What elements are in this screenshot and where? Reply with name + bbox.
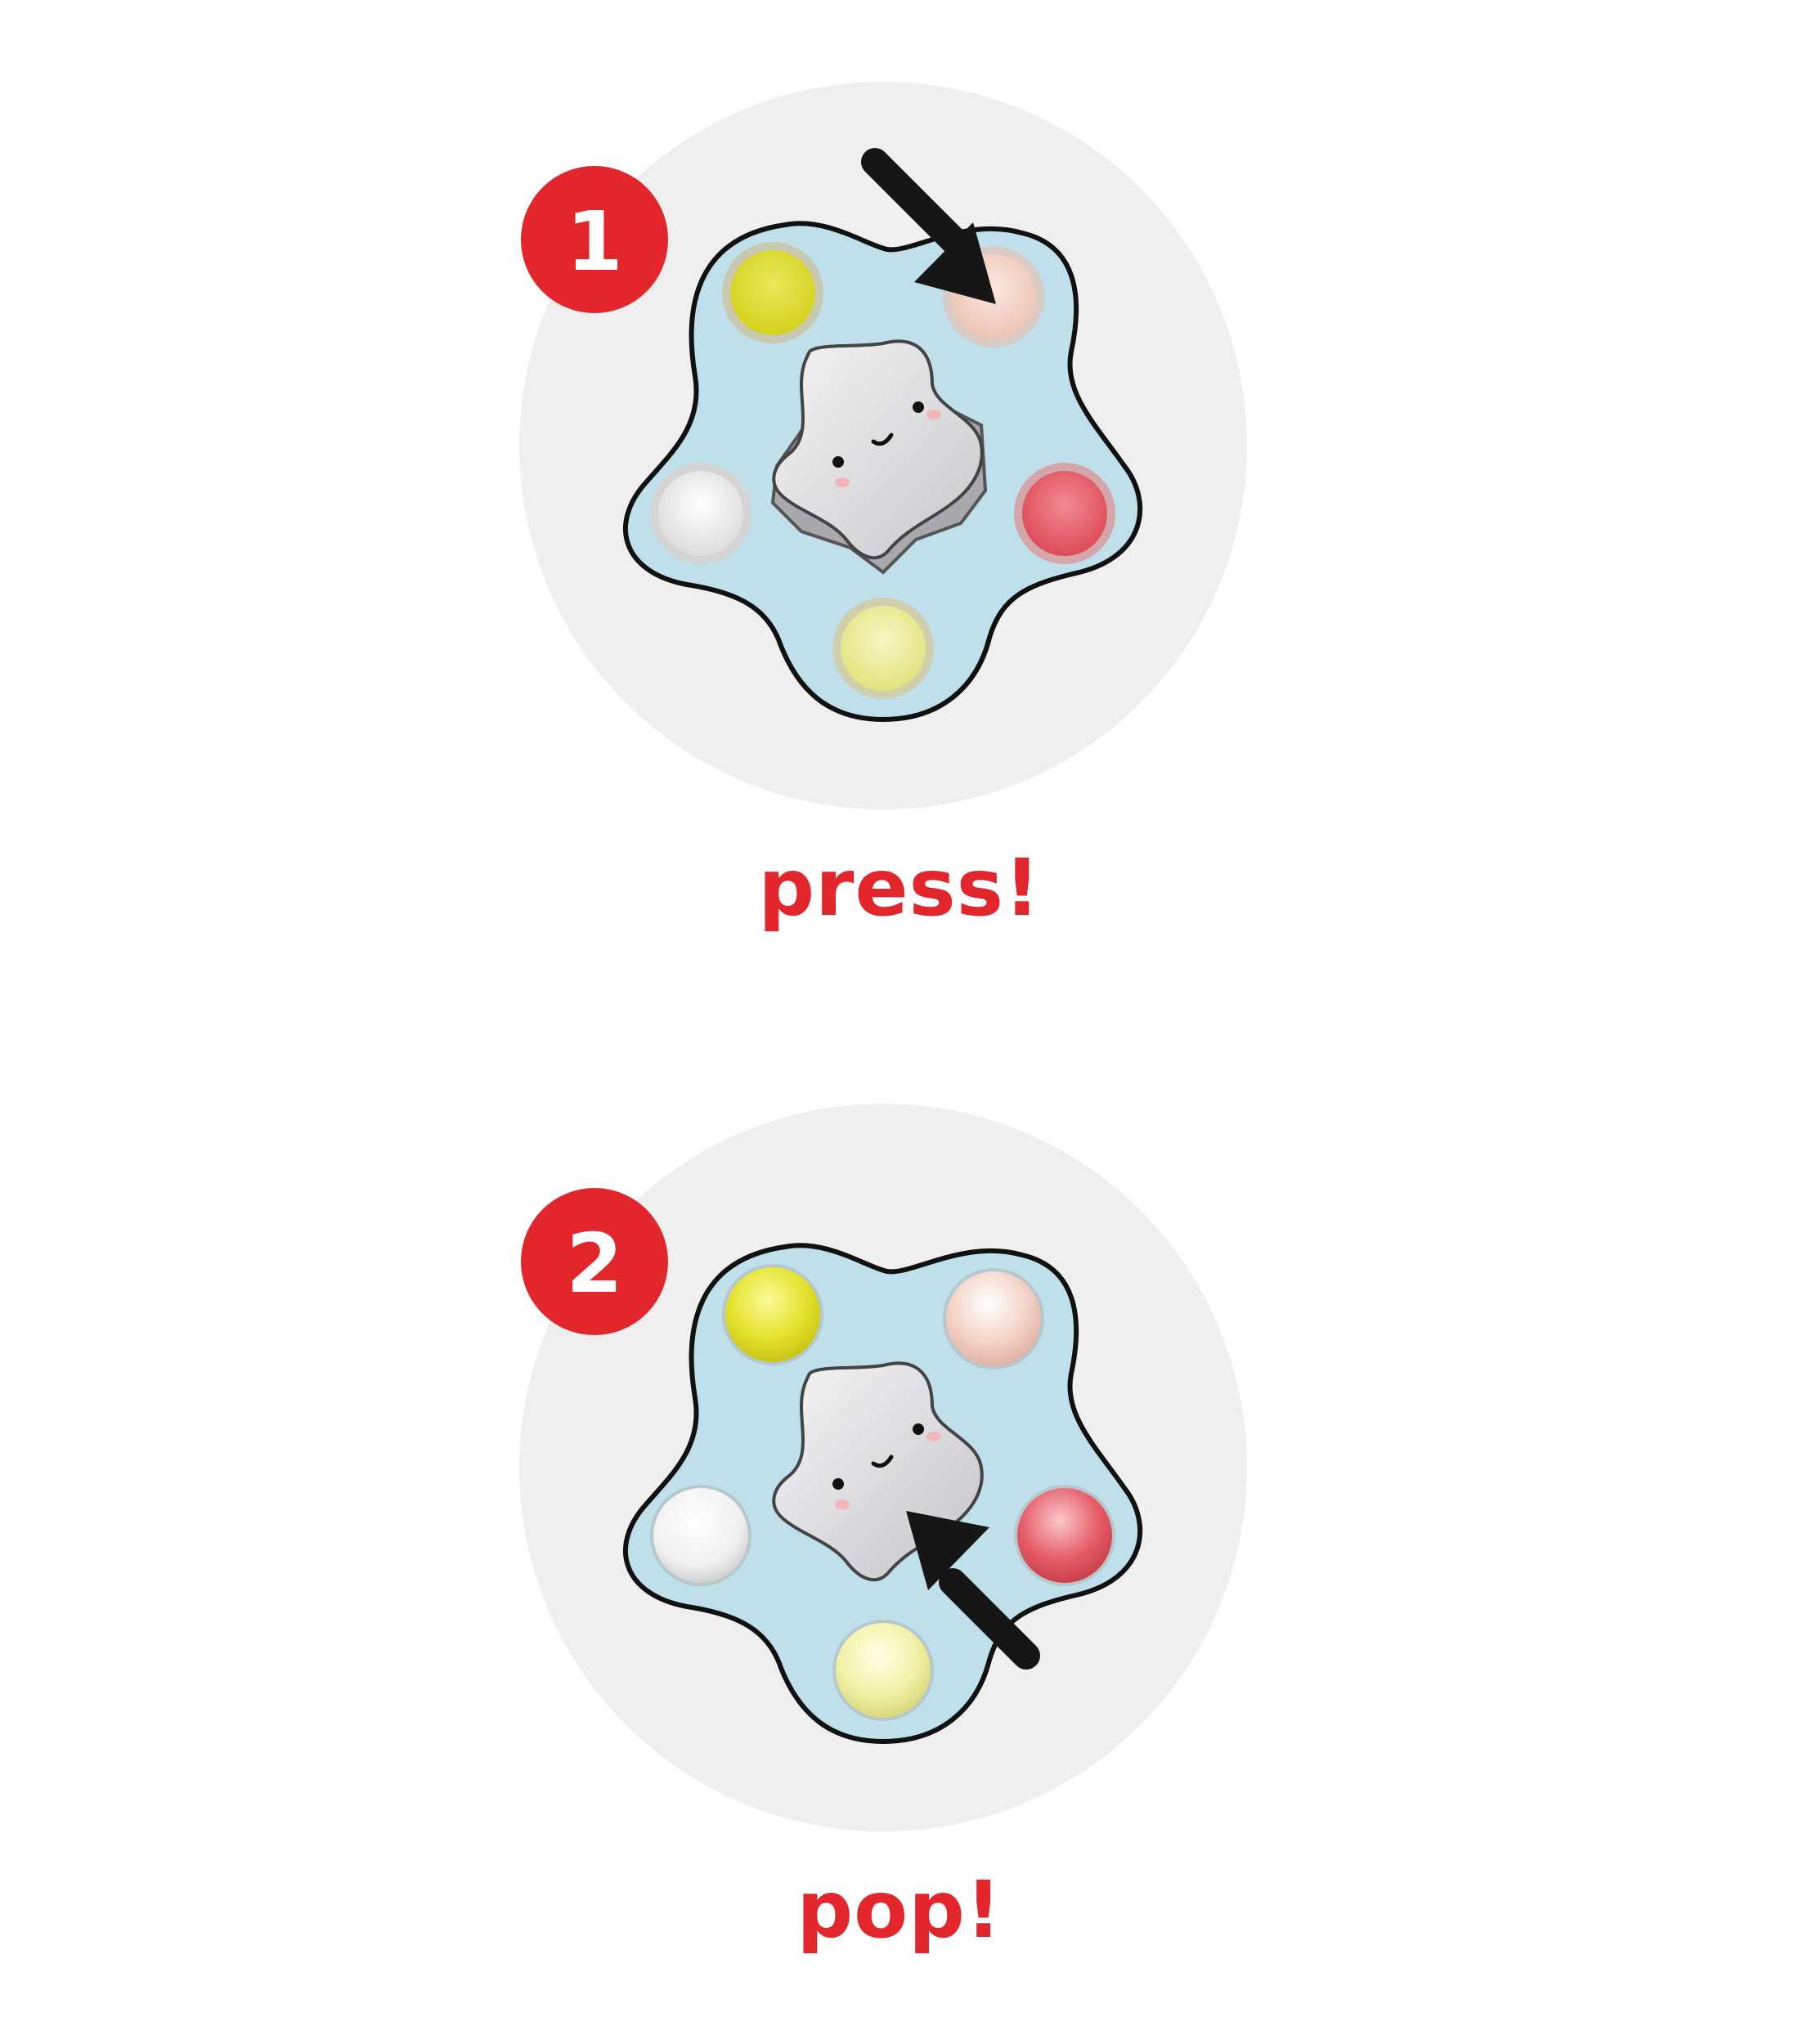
pop-button-pale-yellow[interactable] [832,1620,934,1721]
step-2-illustration: 2 [519,1104,1247,1831]
step-1-panel: 1 press! [519,82,1247,934]
step-1-illustration: 1 [519,82,1247,809]
step-caption: press! [758,842,1041,934]
arrow-icon [906,1511,1040,1670]
step-2-panel: 2 pop! [0,1022,1799,2044]
step-number: 1 [566,194,623,289]
step-badge-2: 2 [521,1188,668,1335]
pop-button-yellow-inner [730,250,815,335]
pop-button-white[interactable] [650,1485,751,1586]
pop-button-peach[interactable] [943,1268,1044,1369]
pop-button-pale-yellow-inner [841,606,926,691]
pop-button-white-inner [658,471,743,556]
pop-button-red[interactable] [1014,1485,1115,1586]
step-number: 2 [566,1216,623,1311]
pop-button-yellow[interactable] [722,1264,823,1365]
step-caption: pop! [796,1864,1003,1956]
arrow-icon [861,148,996,304]
star-face-icon[interactable] [770,339,988,575]
pop-button-red-inner [1022,471,1107,556]
step-badge-1: 1 [521,166,668,313]
